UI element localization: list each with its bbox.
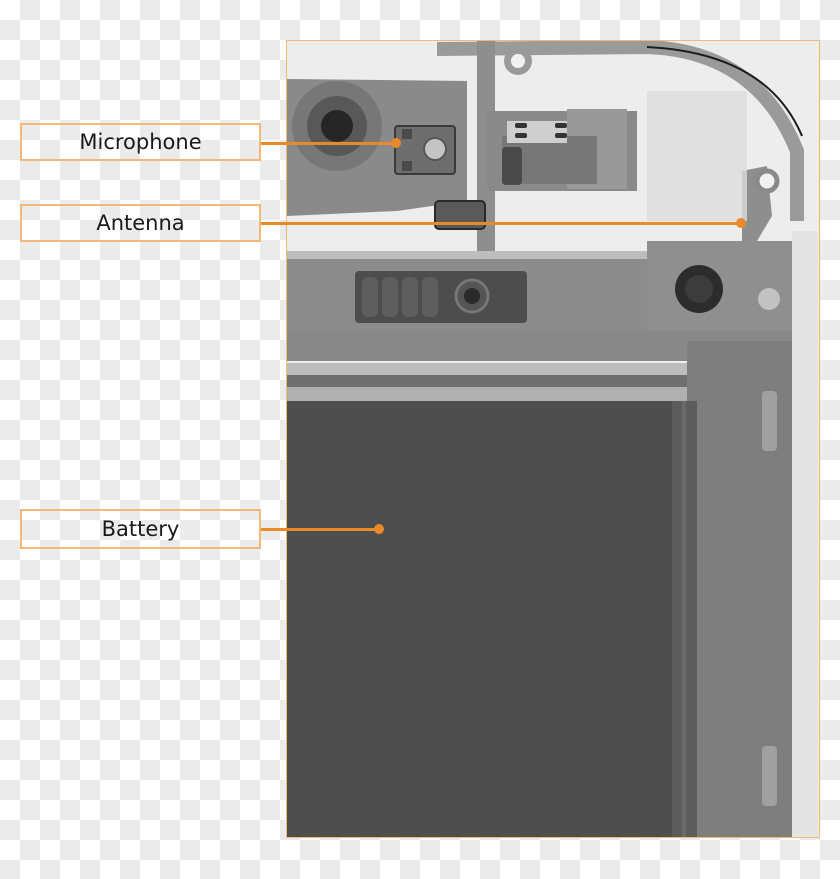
label-antenna-text: Antenna (96, 211, 185, 235)
label-antenna: Antenna (20, 204, 261, 242)
label-microphone: Microphone (20, 123, 261, 161)
leader-line-battery (261, 528, 379, 531)
marker-dot-battery (374, 524, 384, 534)
leader-line-antenna (261, 222, 741, 225)
marker-dot-antenna (736, 218, 746, 228)
xray-image (286, 40, 820, 838)
marker-dot-microphone (391, 138, 401, 148)
label-battery: Battery (20, 509, 261, 549)
leader-line-microphone (261, 142, 395, 145)
label-microphone-text: Microphone (79, 130, 202, 154)
xray-graphic (287, 41, 819, 837)
label-battery-text: Battery (101, 517, 180, 541)
